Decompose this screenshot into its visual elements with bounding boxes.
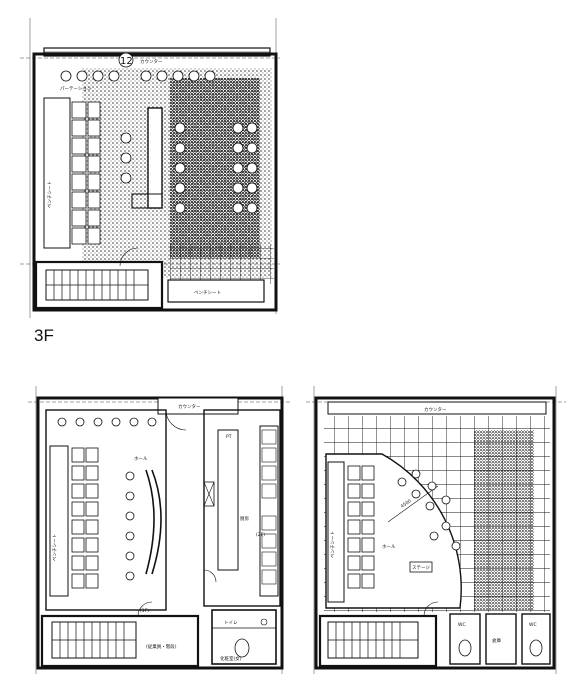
dimension-label: 4500 <box>400 498 413 510</box>
counter-label: カウンター <box>178 403 201 410</box>
stair-note: (従業員・階段) <box>146 643 177 650</box>
bench-label-left: ベンチシート <box>52 534 58 561</box>
floor-plan-3f: 12 カウンター ベンチシート パーテーション <box>20 18 280 318</box>
bench-label-bottom: ベンチシート <box>194 290 221 296</box>
floor-plan-bottom-left: カウンター ベンチシート ホール 厨房 PT (1F) (2 <box>28 386 290 674</box>
counter-label: カウンター <box>140 58 163 65</box>
hall-label: ホール <box>382 544 396 550</box>
seat-count-a: (1F) <box>140 608 149 614</box>
toilet-label-b: WC <box>529 622 537 628</box>
grid-marker-number: 12 <box>120 56 133 67</box>
partition-label: パーテーション <box>60 86 92 92</box>
pantry-label: PT <box>226 434 232 440</box>
kitchen-label: 厨房 <box>240 515 249 522</box>
hall-label: ホール <box>134 456 148 462</box>
counter-label: カウンター <box>424 406 447 413</box>
grid-marker-bubble <box>118 52 134 68</box>
storage-label: 倉庫 <box>492 637 501 644</box>
stage-label: ステージ <box>412 565 430 571</box>
floor-plan-bottom-right: カウンター 4500 ベンチシート ステージ ホール <box>306 386 566 674</box>
toilet-label: トイレ <box>224 621 238 626</box>
seat-count-b: (2F) <box>256 532 265 538</box>
toilet-label-2: 化粧室(女) <box>220 655 242 662</box>
bench-label-left: ベンチシート <box>330 531 336 558</box>
bench-label-left: ベンチシート <box>47 181 53 208</box>
toilet-label-a: WC <box>458 622 466 628</box>
floor-label: 3F <box>34 326 54 345</box>
